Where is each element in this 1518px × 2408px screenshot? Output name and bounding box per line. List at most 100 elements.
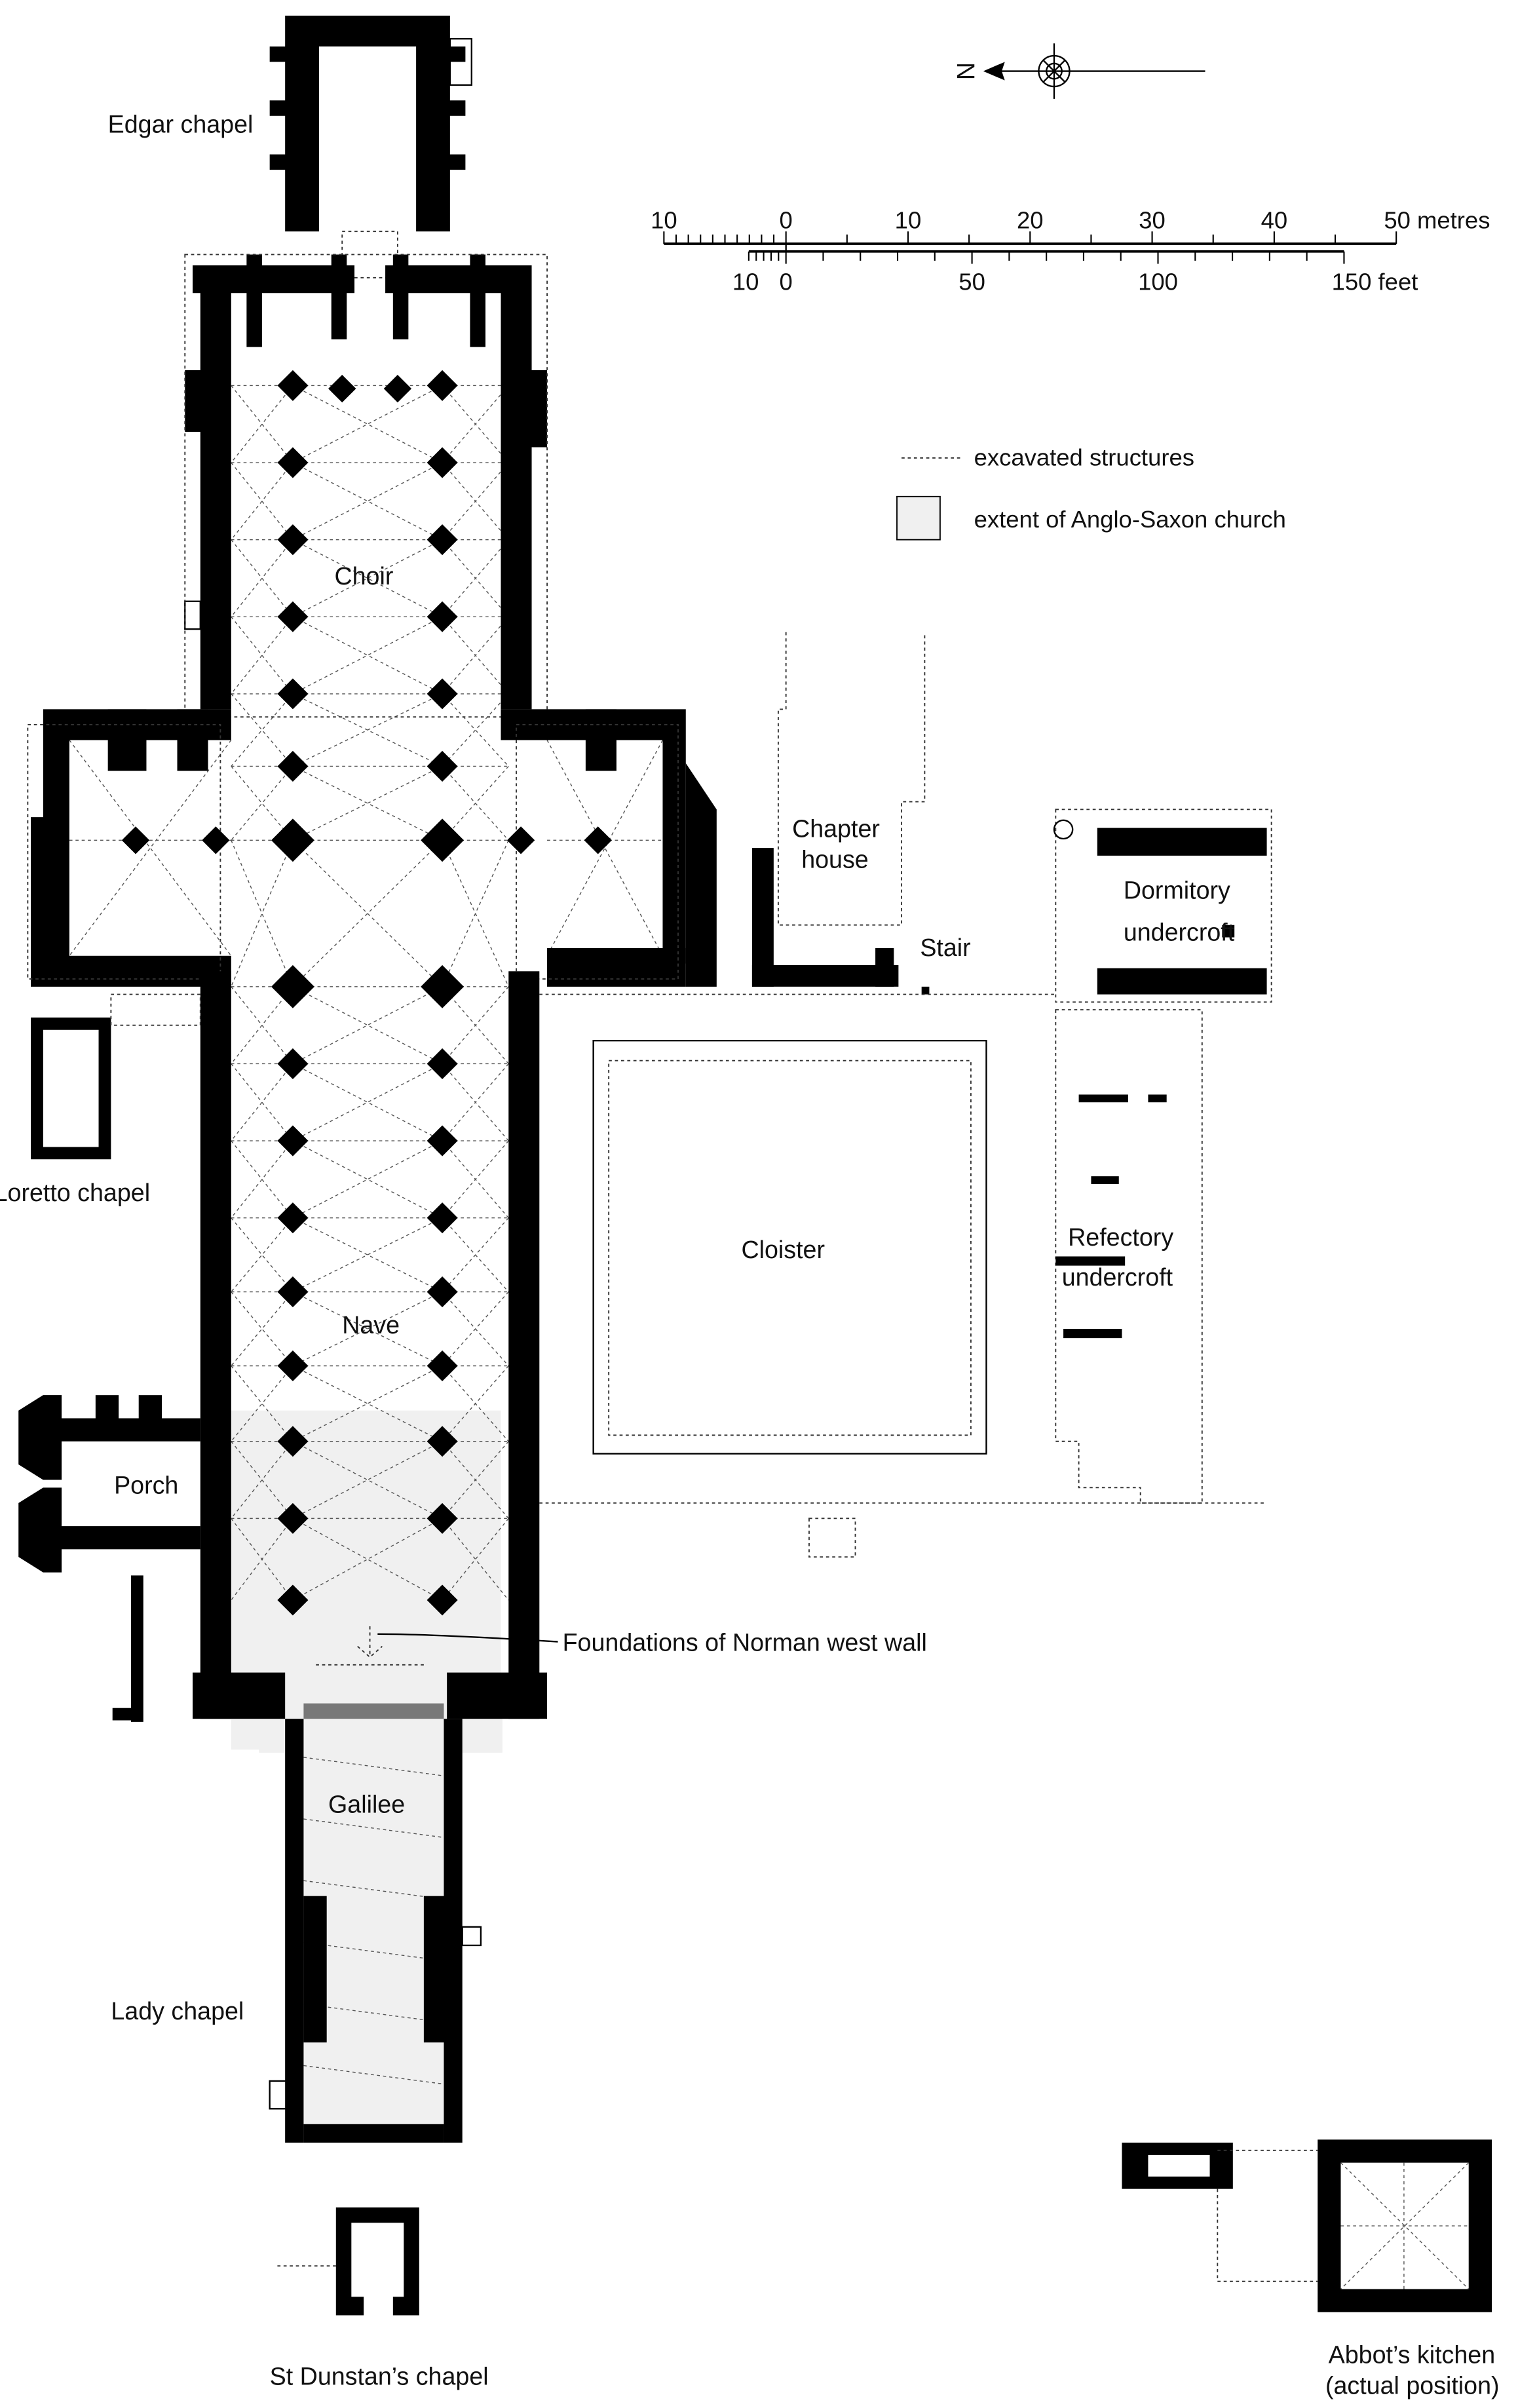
north-label: N bbox=[952, 62, 979, 80]
pier bbox=[427, 750, 458, 782]
vault-line bbox=[292, 765, 443, 841]
vault-line bbox=[231, 1291, 294, 1366]
pier bbox=[506, 826, 535, 854]
pier bbox=[277, 678, 309, 710]
legend: excavated structures extent of Anglo-Sax… bbox=[896, 444, 1286, 541]
pier bbox=[427, 678, 458, 710]
pier bbox=[427, 370, 458, 401]
vault-line bbox=[292, 1217, 443, 1293]
scale-metres-label: 10 bbox=[895, 207, 922, 234]
vault-line bbox=[292, 1365, 443, 1442]
label-abbots-kitchen-1: Abbot’s kitchen bbox=[1329, 2341, 1495, 2368]
vault-line bbox=[292, 385, 443, 463]
pier bbox=[427, 1276, 458, 1308]
pier bbox=[277, 1426, 309, 1457]
scale-feet-label: 10 bbox=[732, 269, 759, 296]
pier bbox=[277, 750, 309, 782]
scale-metres-label: 20 bbox=[1017, 207, 1044, 234]
vault-line bbox=[303, 2003, 444, 2023]
label-loretto-chapel: Loretto chapel bbox=[0, 1179, 150, 1206]
vault-line bbox=[231, 1140, 294, 1219]
nave-walls bbox=[193, 971, 548, 1719]
vault-line bbox=[442, 1518, 509, 1601]
label-galilee: Galilee bbox=[328, 1791, 405, 1818]
pier bbox=[202, 826, 230, 854]
transept-walls bbox=[27, 709, 717, 987]
vault-line bbox=[292, 539, 443, 617]
label-porch: Porch bbox=[114, 1472, 178, 1499]
vault-line bbox=[303, 1880, 444, 1900]
scale-metres-label: 40 bbox=[1261, 207, 1288, 234]
legend-excavated: excavated structures bbox=[974, 444, 1194, 471]
vault-line bbox=[442, 1291, 509, 1366]
legend-anglo-saxon-swatch bbox=[896, 495, 941, 541]
pier bbox=[277, 1125, 309, 1156]
pier bbox=[277, 447, 309, 478]
vault-line bbox=[292, 1291, 443, 1367]
label-cloister: Cloister bbox=[741, 1236, 825, 1263]
edgar-chapel-walls bbox=[269, 15, 472, 278]
pier bbox=[427, 1350, 458, 1382]
pier bbox=[427, 601, 458, 632]
scale-feet-label: 150 feet bbox=[1332, 269, 1418, 296]
pier bbox=[427, 1202, 458, 1234]
pier bbox=[277, 370, 309, 401]
vault-line bbox=[303, 1757, 444, 1776]
pier bbox=[277, 524, 309, 556]
pier bbox=[277, 601, 309, 632]
scale-metres-label: 0 bbox=[780, 207, 793, 234]
pier bbox=[328, 374, 356, 403]
piers bbox=[121, 370, 612, 1616]
pier bbox=[277, 1048, 309, 1079]
galilee-lady-chapel-walls bbox=[269, 1703, 482, 2143]
label-dormitory-1: Dormitory bbox=[1124, 877, 1230, 904]
pier bbox=[383, 374, 412, 403]
scale-feet-label: 100 bbox=[1138, 269, 1178, 296]
label-dormitory-2: undercroft bbox=[1124, 918, 1235, 946]
vault-line bbox=[303, 1818, 444, 1838]
norman-wall-leader-line bbox=[377, 1633, 558, 1643]
vault-line bbox=[231, 839, 294, 987]
label-choir: Choir bbox=[334, 562, 393, 590]
legend-anglo-saxon: extent of Anglo-Saxon church bbox=[974, 506, 1286, 533]
pier bbox=[277, 1276, 309, 1308]
pier bbox=[427, 1584, 458, 1616]
loretto-chapel-walls bbox=[31, 993, 201, 1160]
scale-feet-label: 50 bbox=[958, 269, 985, 296]
porch-walls bbox=[18, 1395, 200, 1722]
vault-line bbox=[231, 539, 294, 617]
pier bbox=[277, 1350, 309, 1382]
north-arrow: N bbox=[952, 43, 1205, 99]
label-refectory-2: undercroft bbox=[1062, 1263, 1173, 1291]
pier bbox=[121, 826, 150, 854]
vault-line bbox=[442, 986, 509, 1064]
label-stair: Stair bbox=[920, 934, 970, 961]
vault-line bbox=[231, 616, 294, 695]
vault-line bbox=[231, 462, 294, 541]
labels: Edgar chapel Choir Chapter house Stair D… bbox=[0, 111, 1500, 2399]
label-norman-wall: Foundations of Norman west wall bbox=[563, 1629, 927, 1656]
label-abbots-kitchen-2: (actual position) bbox=[1325, 2371, 1500, 2399]
vault-line bbox=[442, 1140, 509, 1219]
vault-line bbox=[442, 693, 509, 767]
st-dunstans-chapel-walls bbox=[277, 2207, 419, 2316]
north-arrow-icon bbox=[983, 62, 1005, 81]
pier bbox=[427, 1502, 458, 1534]
vault-line bbox=[442, 539, 509, 617]
label-chapter-house-1: Chapter bbox=[792, 815, 880, 843]
pier bbox=[427, 524, 458, 556]
vault-line bbox=[442, 1063, 509, 1141]
pier bbox=[277, 1202, 309, 1234]
label-st-dunstans-chapel: St Dunstan’s chapel bbox=[270, 2362, 489, 2390]
pier bbox=[427, 1048, 458, 1079]
pier bbox=[421, 965, 465, 1008]
vault-line bbox=[442, 765, 509, 841]
vault-line bbox=[292, 1441, 443, 1519]
pier bbox=[427, 447, 458, 478]
label-chapter-house-2: house bbox=[801, 846, 869, 873]
vault-line bbox=[292, 616, 443, 695]
vault-line bbox=[442, 1441, 509, 1519]
vault-line bbox=[292, 1518, 443, 1601]
vault-line bbox=[442, 462, 509, 541]
